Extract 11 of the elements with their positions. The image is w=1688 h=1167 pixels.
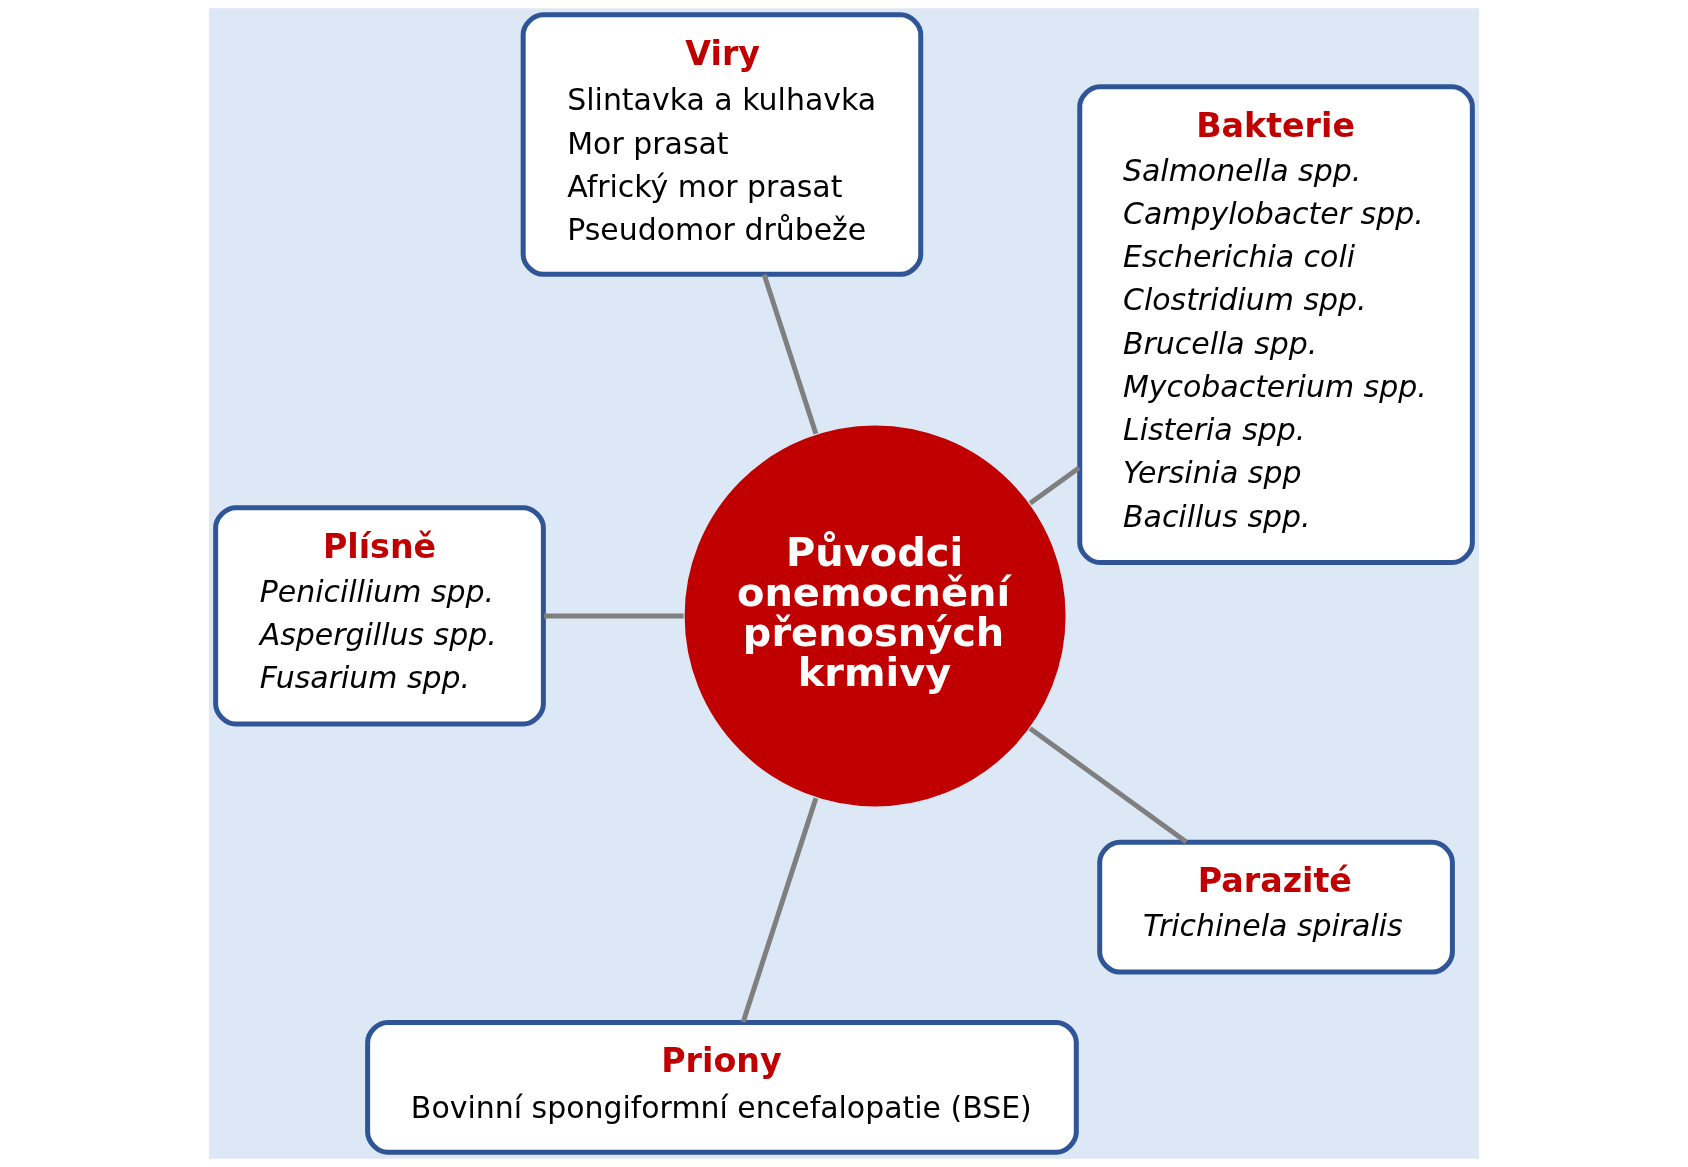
- node-box: Bakterie Salmonella spp. Campylobacter spp. Escherichia coli Clostridium spp. Brucella spp. Mycobacterium spp. Listeria spp. Yersinia spp Bacillus spp.: [1077, 84, 1475, 565]
- node-box: Priony Bovinní spongiformní encefalopatie (BSE): [365, 1019, 1079, 1155]
- connector: [544, 613, 684, 619]
- node-box: Viry Slintavka a kulhavka Mor prasat Africký mor prasat Pseudomor drůbeže: [520, 12, 924, 277]
- connector: [740, 797, 819, 1023]
- node-box: Plísně Penicillium spp. Aspergillus spp. Fusarium spp.: [213, 505, 546, 727]
- node-box: Parazité Trichinela spiralis: [1097, 839, 1455, 975]
- connector: [761, 273, 819, 435]
- node-circle: Původci onemocnění přenosných krmivy: [682, 423, 1068, 809]
- connector: [1028, 465, 1081, 506]
- connector: [1028, 726, 1188, 845]
